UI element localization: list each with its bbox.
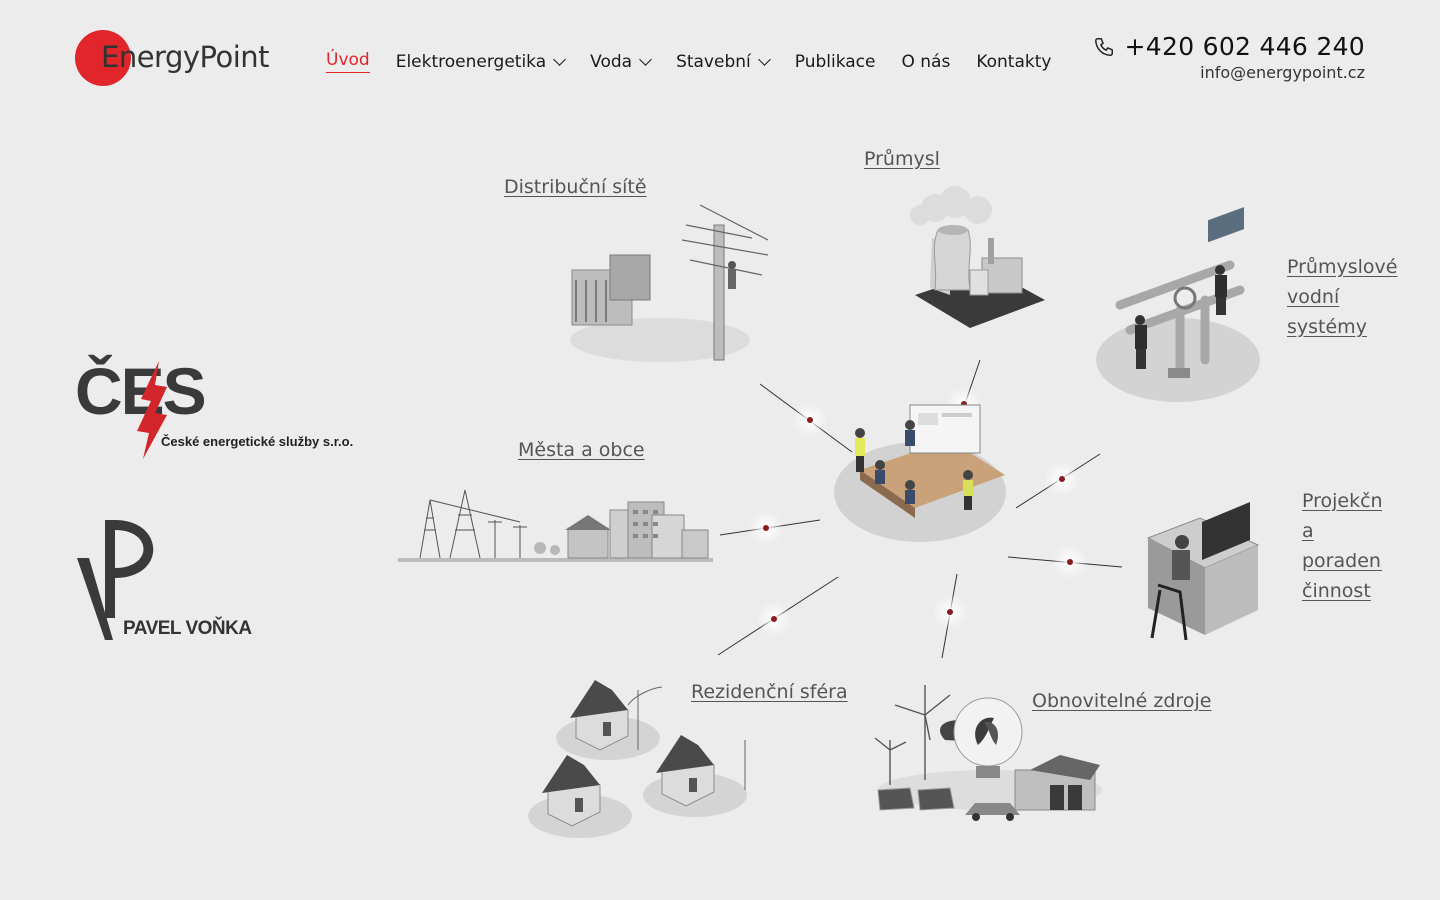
- nav-item-elektroenergetika[interactable]: Elektroenergetika: [395, 50, 567, 73]
- renewables-illustration: [874, 685, 1102, 821]
- nav-label: Stavební: [676, 51, 751, 72]
- phone-number: +420 602 446 240: [1124, 32, 1365, 61]
- industry-illustration: [910, 186, 1045, 328]
- phone-icon: [1094, 37, 1113, 56]
- topic-link-industry[interactable]: Průmysl: [864, 148, 940, 170]
- topic-link-line: systémy: [1287, 316, 1367, 338]
- nav-label: O nás: [901, 51, 951, 72]
- residential-illustration: [528, 680, 747, 838]
- lightning-bolt-icon: [137, 361, 167, 459]
- topic-link-line: vodní: [1287, 286, 1340, 308]
- chevron-down-icon: [553, 52, 567, 66]
- nav-label: Kontakty: [976, 51, 1052, 72]
- pv-name: PAVEL VOŇKA: [123, 618, 252, 639]
- header-contact: +420 602 446 240 info@energypoint.cz: [1093, 32, 1365, 82]
- nav-item-stavebni[interactable]: Stavební: [676, 50, 771, 73]
- topic-link-distribution[interactable]: Distribuční sítě: [504, 176, 647, 198]
- logo-red-circle: [75, 30, 131, 86]
- nav-item-uvod[interactable]: Úvod: [326, 50, 370, 73]
- center-team-illustration: [834, 404, 1006, 542]
- topic-link-cities[interactable]: Města a obce: [518, 439, 645, 461]
- nav-label: Elektroenergetika: [395, 51, 547, 72]
- topic-link-renewables[interactable]: Obnovitelné zdroje: [1032, 690, 1212, 712]
- nav-item-voda[interactable]: Voda: [590, 50, 652, 73]
- ces-full-name: České energetické služby s.r.o.: [161, 434, 354, 449]
- topic-link-line: činnost: [1302, 580, 1371, 602]
- chevron-down-icon: [757, 52, 771, 66]
- nav-label: Publikace: [794, 51, 876, 72]
- diagram-illustrations: [398, 186, 1260, 838]
- logo-wordmark: EnergyPoint: [101, 40, 270, 74]
- ces-mark: ČES: [75, 354, 207, 428]
- brand-logo[interactable]: EnergyPoint: [75, 30, 275, 88]
- nav-item-publikace[interactable]: Publikace: [795, 50, 876, 73]
- nav-item-kontakty[interactable]: Kontakty: [976, 50, 1051, 73]
- email-link[interactable]: info@energypoint.cz: [1200, 63, 1365, 82]
- topic-link-residential[interactable]: Rezidenční sféra: [691, 681, 848, 703]
- distribution-illustration: [570, 204, 769, 362]
- topic-link-line: a: [1302, 520, 1314, 542]
- nav-label: Voda: [590, 51, 633, 72]
- topic-link-line: Průmyslové: [1287, 256, 1398, 278]
- pv-monogram-icon: [77, 520, 154, 640]
- topic-link-line: poradenská: [1302, 550, 1382, 572]
- pavel-vonka-partner-logo[interactable]: PAVEL VOŇKA: [75, 518, 255, 648]
- ces-partner-logo[interactable]: ČES České energetické služby s.r.o.: [75, 345, 375, 465]
- main-navigation: Úvod Elektroenergetika Voda Stavební Pub…: [326, 50, 1077, 73]
- nav-label: Úvod: [326, 50, 370, 70]
- chevron-down-icon: [639, 52, 652, 66]
- water-systems-illustration: [1096, 260, 1260, 402]
- phone-row[interactable]: +420 602 446 240: [1093, 32, 1365, 61]
- services-diagram: Distribuční sítě Průmysl Průmyslové vodn…: [390, 130, 1397, 870]
- topic-link-line: Projekční: [1302, 490, 1382, 512]
- topic-link-water-systems[interactable]: Průmyslové vodní systémy: [1287, 252, 1397, 342]
- nav-item-o-nas[interactable]: O nás: [901, 50, 950, 73]
- cities-illustration: [398, 489, 713, 562]
- topic-link-projection[interactable]: Projekční a poradenská činnost: [1302, 486, 1382, 606]
- projection-illustration: [1146, 207, 1260, 641]
